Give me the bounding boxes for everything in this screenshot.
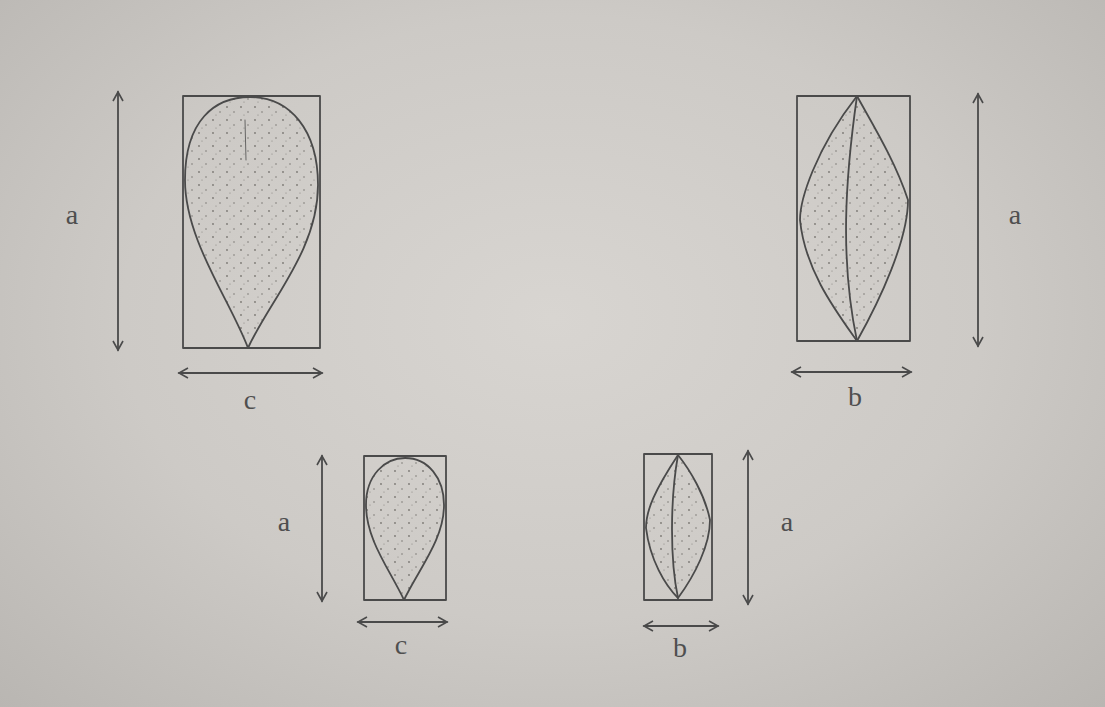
- bounding-box: [797, 96, 910, 341]
- dimension-arrow: [179, 372, 322, 374]
- bounding-box: [644, 454, 712, 600]
- dimension-arrow: [792, 371, 911, 373]
- dimension-label: c: [395, 631, 407, 659]
- dimension-label: b: [848, 383, 862, 411]
- dimension-label: c: [244, 386, 256, 414]
- dimension-label: a: [278, 508, 290, 536]
- seed-ridge: [672, 455, 678, 598]
- dimension-arrow: [358, 621, 447, 623]
- seed-outline: [185, 97, 318, 348]
- dimension-label: b: [673, 634, 687, 662]
- dimension-label: a: [1009, 201, 1021, 229]
- seed-outline: [800, 96, 908, 341]
- bounding-box: [183, 96, 320, 348]
- bounding-box: [364, 456, 446, 600]
- seed-outline: [646, 455, 710, 598]
- dimension-arrow: [644, 625, 718, 627]
- dimension-arrow: [977, 94, 979, 346]
- seed-ridge: [846, 96, 857, 341]
- dimension-label: a: [66, 201, 78, 229]
- dimension-arrow: [321, 456, 323, 601]
- dimension-arrow: [747, 451, 749, 604]
- dimension-label: a: [781, 508, 793, 536]
- dimension-arrow: [117, 92, 119, 350]
- seed-outline: [366, 458, 444, 600]
